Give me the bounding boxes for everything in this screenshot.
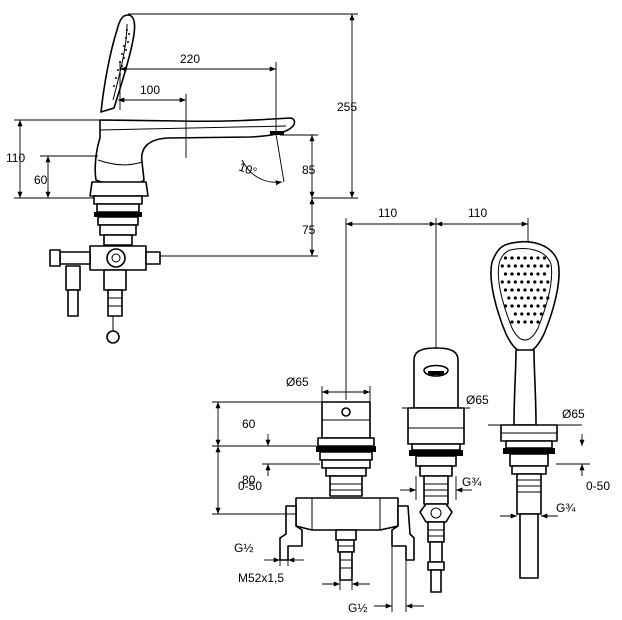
nozzle-dot	[542, 272, 547, 276]
nozzle-dot	[526, 280, 530, 284]
nozzle-dot	[542, 288, 547, 292]
nozzle-dot	[536, 272, 540, 276]
nozzle-dot	[542, 304, 547, 308]
nozzle-dot	[546, 296, 550, 300]
nozzle-dot	[503, 288, 508, 292]
nozzle-dot	[510, 272, 514, 276]
nozzle-dot	[533, 312, 537, 316]
nozzle-dot	[500, 280, 504, 284]
side-dimensions: 255 220 100 110 60 10° 85 75	[6, 13, 358, 257]
dim-range-right: 0-50	[586, 479, 610, 493]
nozzle-dot	[526, 312, 530, 316]
nozzle-dot	[503, 272, 508, 276]
nozzle-dot	[503, 256, 508, 260]
nozzle-dot	[523, 304, 527, 308]
dim-60-front: 60	[242, 417, 256, 431]
nozzle-dot	[520, 312, 524, 316]
nozzle-dot	[516, 272, 521, 276]
dim-110-side: 110	[6, 151, 25, 165]
spacing-dimensions: 110 110	[345, 206, 529, 400]
nozzle-dot	[523, 288, 527, 292]
dim-range-left: 0-50	[238, 479, 262, 493]
dim-thread-mid: G¾	[462, 475, 482, 489]
nozzle-dot	[516, 320, 521, 324]
dim-thread-right: G¾	[556, 501, 576, 515]
nozzle-dot	[503, 304, 508, 308]
dim-110-left: 110	[378, 206, 397, 220]
nozzle-dot	[529, 256, 534, 260]
dim-220: 220	[180, 52, 200, 66]
front-dimensions: Ø65 Ø65 Ø65 60 80 0-50 0-50 G¾ G¾	[212, 375, 610, 615]
nozzle-dot	[500, 264, 504, 268]
nozzle-dot	[520, 280, 524, 284]
spout-front	[407, 347, 465, 593]
shower-nozzles	[500, 256, 550, 324]
nozzle-dot	[536, 304, 540, 308]
dim-255: 255	[337, 100, 357, 114]
nozzle-dot	[529, 272, 534, 276]
nozzle-dot	[542, 256, 547, 260]
dim-dia-left: Ø65	[286, 375, 309, 389]
nozzle-dot	[510, 256, 514, 260]
nozzle-dot	[529, 288, 534, 292]
nozzle-dot	[529, 320, 534, 324]
nozzle-dot	[539, 280, 543, 284]
nozzle-dot	[533, 296, 537, 300]
nozzle-dot	[533, 280, 537, 284]
hand-shower-front	[490, 240, 560, 579]
side-view-faucet	[49, 14, 296, 344]
nozzle-dot	[546, 264, 550, 268]
dim-angle: 10°	[237, 160, 259, 179]
dim-thread-g12-a: G½	[234, 541, 253, 555]
nozzle-dot	[536, 288, 540, 292]
dim-dia-right: Ø65	[562, 407, 585, 421]
dim-85: 85	[302, 163, 316, 177]
nozzle-dot	[513, 312, 517, 316]
nozzle-dot	[520, 264, 524, 268]
dim-dia-mid: Ø65	[466, 393, 489, 407]
nozzle-dot	[507, 280, 511, 284]
nozzle-dot	[536, 256, 540, 260]
mixer-front	[279, 401, 415, 581]
dim-80: 80	[242, 473, 256, 487]
nozzle-dot	[513, 280, 517, 284]
nozzle-dot	[510, 320, 514, 324]
nozzle-dot	[510, 304, 514, 308]
nozzle-dot	[507, 296, 511, 300]
nozzle-dot	[523, 256, 527, 260]
nozzle-dot	[513, 264, 517, 268]
nozzle-dot	[526, 264, 530, 268]
nozzle-dot	[520, 296, 524, 300]
nozzle-dot	[539, 312, 543, 316]
nozzle-dot	[536, 320, 540, 324]
nozzle-dot	[523, 272, 527, 276]
nozzle-dot	[507, 264, 511, 268]
nozzle-dot	[539, 264, 543, 268]
nozzle-dot	[529, 304, 534, 308]
dim-75: 75	[302, 223, 316, 237]
nozzle-dot	[546, 280, 550, 284]
nozzle-dot	[523, 320, 527, 324]
nozzle-dot	[526, 296, 530, 300]
dim-100: 100	[140, 83, 160, 97]
nozzle-dot	[516, 256, 521, 260]
nozzle-dot	[516, 304, 521, 308]
nozzle-dot	[539, 296, 543, 300]
dim-60-side: 60	[34, 173, 48, 187]
dim-thread-m52: M52x1,5	[238, 571, 284, 585]
nozzle-dot	[516, 288, 521, 292]
nozzle-dot	[513, 296, 517, 300]
dim-110-right: 110	[468, 206, 487, 220]
nozzle-dot	[533, 264, 537, 268]
nozzle-dot	[510, 288, 514, 292]
dim-thread-g12-b: G½	[348, 601, 367, 615]
